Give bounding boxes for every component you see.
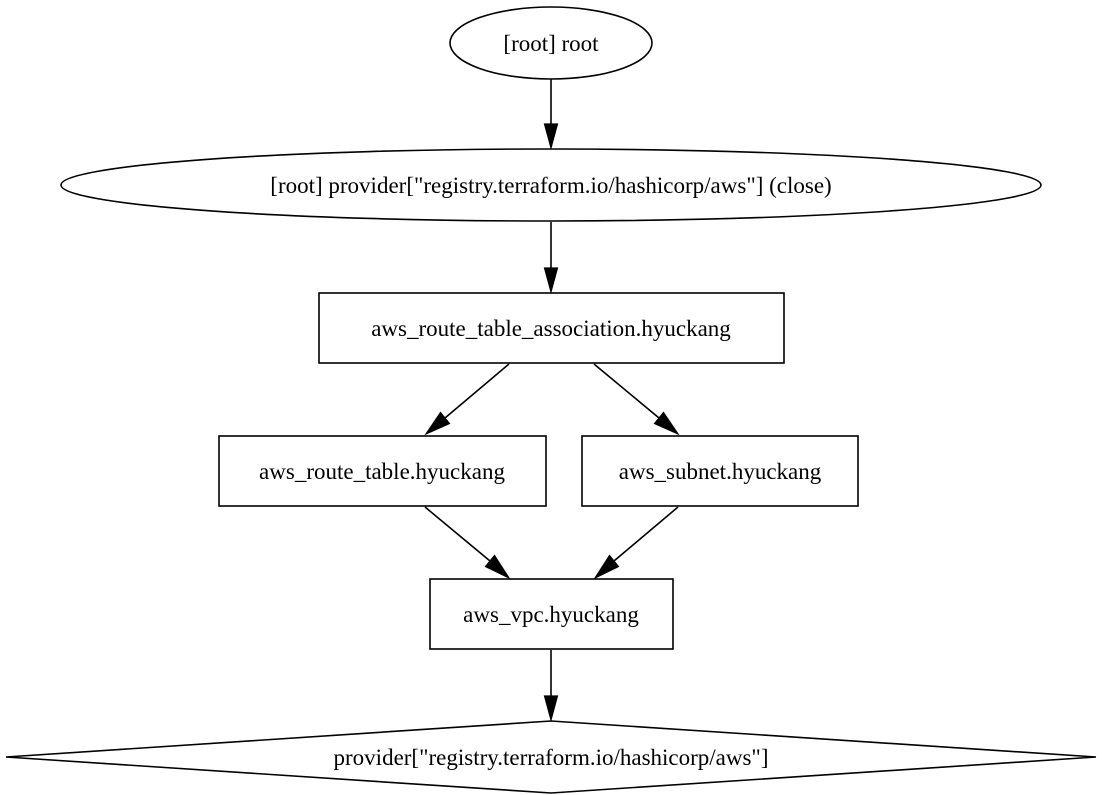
node-provider-label: provider["registry.terraform.io/hashicor… [334, 745, 769, 770]
node-route-table-label: aws_route_table.hyuckang [259, 459, 505, 484]
node-subnet-box [581, 435, 859, 507]
node-vpc-label: aws_vpc.hyuckang [463, 602, 639, 627]
edge-root-to-provider-close [543, 79, 559, 151]
node-root-label: [root] root [503, 31, 599, 56]
edges [424, 79, 680, 723]
node-route-table-box [218, 435, 547, 507]
edge-vpc-to-provider [543, 650, 559, 723]
node-provider-close-ellipse [60, 148, 1042, 222]
edge-route-table-to-vpc [424, 506, 511, 580]
node-vpc[interactable]: aws_vpc.hyuckang [429, 578, 674, 650]
node-provider-diamond [5, 720, 1097, 794]
node-root[interactable]: [root] root [449, 6, 653, 80]
node-route-table-association[interactable]: aws_route_table_association.hyuckang [318, 292, 785, 364]
node-provider-close-label: [root] provider["registry.terraform.io/h… [270, 173, 831, 198]
node-root-ellipse [449, 6, 653, 80]
node-subnet[interactable]: aws_subnet.hyuckang [581, 435, 859, 507]
node-route-table-association-box [318, 292, 785, 364]
node-route-table-association-label: aws_route_table_association.hyuckang [371, 316, 731, 341]
edge-provider-close-to-route-table-association [543, 222, 559, 295]
edge-route-table-association-to-subnet [593, 363, 680, 436]
node-route-table[interactable]: aws_route_table.hyuckang [218, 435, 547, 507]
edge-route-table-association-to-route-table [424, 363, 510, 436]
node-provider[interactable]: provider["registry.terraform.io/hashicor… [5, 720, 1097, 794]
node-provider-close[interactable]: [root] provider["registry.terraform.io/h… [60, 148, 1042, 222]
node-subnet-label: aws_subnet.hyuckang [619, 459, 822, 484]
edge-subnet-to-vpc [593, 506, 679, 580]
node-vpc-box [429, 578, 674, 650]
